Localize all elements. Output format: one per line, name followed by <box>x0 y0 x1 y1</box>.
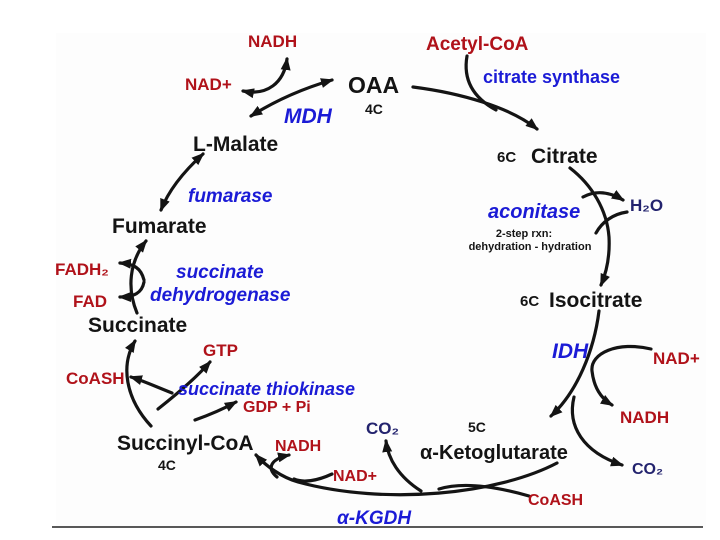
arrow-h2o-out <box>581 189 625 202</box>
label-nadh-mid: NADH <box>275 438 321 455</box>
label-aconitase-note1: 2-step rxn: <box>496 228 552 240</box>
label-l-malate: L-Malate <box>193 133 278 156</box>
label-fumarate: Fumarate <box>112 215 207 238</box>
label-akg: α-Ketoglutarate <box>420 442 568 464</box>
label-succinate-thiokinase: succinate thiokinase <box>178 379 355 399</box>
label-nad-top: NAD+ <box>185 75 232 94</box>
arrow-akg-to-succinylcoa <box>254 453 559 497</box>
label-co2-right: CO₂ <box>632 461 663 478</box>
arrow-h2o-in <box>594 210 629 235</box>
label-h2o: H₂O <box>630 196 663 215</box>
label-akg-carbons: 5C <box>468 419 486 435</box>
label-sdh-line2: dehydrogenase <box>150 285 291 306</box>
arrow-mdh-nad-nadh <box>241 57 291 99</box>
label-coash-right: CoASH <box>528 492 583 509</box>
arrow-citrate-to-isocitrate <box>568 166 611 287</box>
label-coash-left: CoASH <box>66 369 125 388</box>
arrow-fumarate-malate-reversible <box>159 152 205 212</box>
label-citrate-synthase: citrate synthase <box>483 67 620 87</box>
label-isocitrate: Isocitrate <box>549 289 642 312</box>
label-fumarase: fumarase <box>188 186 273 207</box>
label-succinyl-coa: Succinyl-CoA <box>117 432 254 455</box>
label-succinate: Succinate <box>88 314 187 337</box>
arrow-coash-out-left <box>129 375 174 395</box>
label-nad-mid: NAD+ <box>333 468 377 485</box>
label-nad-right: NAD+ <box>653 349 700 368</box>
label-isocitrate-carbons: 6C <box>520 293 539 310</box>
label-gdp-pi: GDP + Pi <box>243 399 311 416</box>
label-mdh: MDH <box>284 105 333 128</box>
label-akgdh: α-KGDH <box>337 508 412 529</box>
label-co2-mid: CO₂ <box>366 419 399 438</box>
background-panel <box>56 33 706 527</box>
arrow-idh-co2-out <box>570 395 624 467</box>
arrow-fad-in <box>118 280 146 302</box>
arrow-succinylcoa-to-succinate <box>125 339 153 428</box>
arrow-acetylcoa-feed <box>464 54 498 112</box>
arrow-nad-feed-mid <box>292 472 334 483</box>
label-nadh-top: NADH <box>248 32 297 51</box>
label-citrate-carbons: 6C <box>497 149 516 166</box>
label-citrate: Citrate <box>531 145 598 168</box>
arrow-gtp-out <box>156 360 212 411</box>
label-idh: IDH <box>552 340 589 363</box>
label-nadh-right: NADH <box>620 408 669 427</box>
arrow-idh-nad-to-nadh <box>590 344 653 407</box>
label-fadh2: FADH₂ <box>55 260 109 279</box>
label-fad: FAD <box>73 292 107 311</box>
arrow-isocitrate-to-akg <box>549 309 601 418</box>
arrow-gdp-pi <box>193 400 238 422</box>
arrow-coash-feed-right <box>437 483 531 498</box>
label-sdh-line1: succinate <box>176 262 264 283</box>
label-gtp: GTP <box>203 341 238 360</box>
label-acetyl-coa: Acetyl-CoA <box>426 34 529 55</box>
label-aconitase: aconitase <box>488 201 580 223</box>
label-oaa: OAA <box>348 72 399 98</box>
arrow-malate-oaa-reversible <box>249 78 334 118</box>
label-oaa-carbons: 4C <box>365 101 383 117</box>
arrow-co2-out-mid <box>382 439 423 493</box>
arrow-succinate-to-fumarate <box>129 239 148 315</box>
arrow-nadh-out-mid <box>269 452 291 479</box>
arrow-fadh2-out <box>118 258 146 282</box>
label-succinyl-coa-carbons: 4C <box>158 457 176 473</box>
label-aconitase-note2: dehydration - hydration <box>469 241 592 253</box>
